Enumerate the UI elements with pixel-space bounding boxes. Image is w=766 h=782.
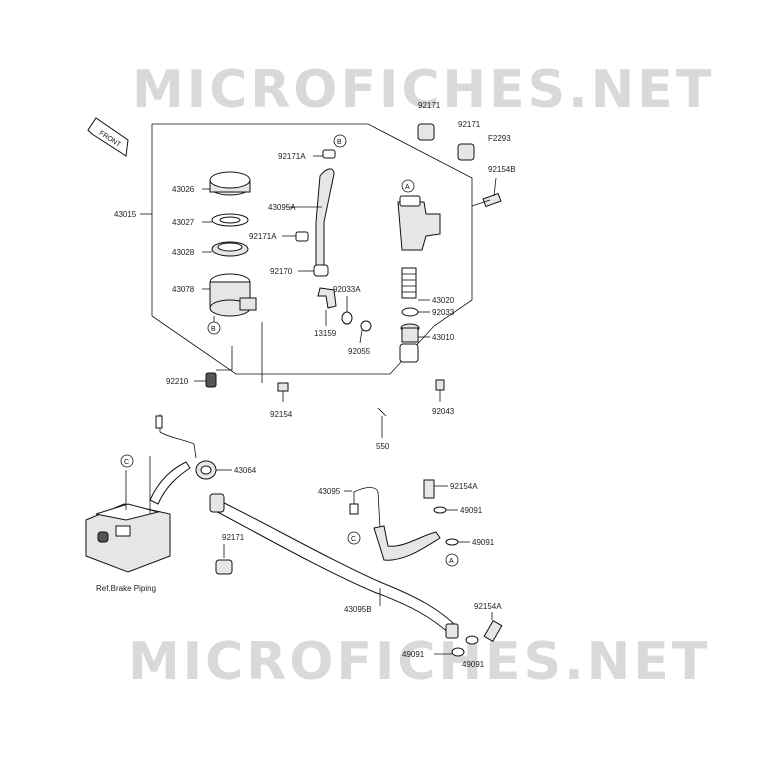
label-43095b: 43095B xyxy=(344,605,372,614)
washer-49091-4 xyxy=(465,635,479,645)
label-92171-top1: 92171 xyxy=(418,101,441,110)
figure-code: F2293 xyxy=(488,134,511,143)
callout-c-1: C xyxy=(120,454,134,468)
label-49091-4: 49091 xyxy=(462,660,485,669)
bolt-92154b xyxy=(471,177,502,208)
label-43010: 43010 xyxy=(432,333,455,342)
clamp-92171-low xyxy=(215,544,233,575)
callout-c-2: C xyxy=(347,531,361,545)
elbow-fitting-13159 xyxy=(317,287,337,326)
clamp-92171a-top xyxy=(313,149,336,159)
reservoir-cap-43026 xyxy=(202,171,251,196)
master-cylinder-body xyxy=(397,195,441,251)
label-92171a-top: 92171A xyxy=(278,152,306,161)
oring-92055 xyxy=(359,320,372,344)
pushrod-92043 xyxy=(435,379,445,402)
clamp-nut-92210 xyxy=(194,346,233,388)
label-550: 550 xyxy=(376,442,390,451)
label-49091-1: 49091 xyxy=(460,506,483,515)
label-43095a: 43095A xyxy=(268,203,296,212)
label-92154: 92154 xyxy=(270,410,293,419)
label-43064: 43064 xyxy=(234,466,257,475)
label-43015: 43015 xyxy=(114,210,137,219)
label-92055: 92055 xyxy=(348,347,371,356)
reservoir-43078 xyxy=(202,273,257,322)
watermark-bottom: MICROFICHES.NET xyxy=(128,632,710,692)
oring-92033a xyxy=(341,296,353,325)
clamp-92171-top2 xyxy=(457,143,475,161)
label-43095: 43095 xyxy=(318,487,341,496)
label-92043: 92043 xyxy=(432,407,455,416)
hose-43095a xyxy=(286,168,335,266)
svg-text:B: B xyxy=(211,326,216,333)
callout-b-2: B xyxy=(207,321,221,335)
label-92154b: 92154B xyxy=(488,165,516,174)
label-43028: 43028 xyxy=(172,248,195,257)
bolt-92154 xyxy=(261,322,289,402)
washer-49091-2 xyxy=(445,538,470,546)
front-arrow-icon: FRONT xyxy=(87,117,129,157)
washer-49091-1 xyxy=(433,506,458,514)
brake-pipe-upper xyxy=(155,414,197,459)
hose-43095b xyxy=(149,461,459,639)
diaphragm-plate-43027 xyxy=(202,213,249,227)
label-92154a-low: 92154A xyxy=(474,602,502,611)
svg-text:A: A xyxy=(449,558,454,565)
callout-a-1: A xyxy=(401,179,415,193)
svg-text:C: C xyxy=(124,459,129,466)
watermark-top: MICROFICHES.NET xyxy=(132,60,714,120)
seal-92033 xyxy=(401,307,430,317)
svg-text:C: C xyxy=(351,536,356,543)
svg-text:A: A xyxy=(405,184,410,191)
label-92033a: 92033A xyxy=(333,285,361,294)
abs-unit xyxy=(85,456,171,573)
label-92171-top2: 92171 xyxy=(458,120,481,129)
clamp-92171-top1 xyxy=(417,123,435,141)
label-92033: 92033 xyxy=(432,308,455,317)
spring-43020 xyxy=(401,267,430,301)
callout-b-1: B xyxy=(333,134,347,148)
label-43020: 43020 xyxy=(432,296,455,305)
hose-43095 xyxy=(344,487,441,561)
clamp-92171a-mid xyxy=(282,231,309,242)
banjo-bolt-92154a-low xyxy=(483,612,503,642)
ref-brake-piping-note: Ref.Brake Piping xyxy=(96,584,156,593)
svg-text:B: B xyxy=(337,139,342,146)
assembly-outline xyxy=(140,123,473,375)
label-92154a-top: 92154A xyxy=(450,482,478,491)
grommet-43064 xyxy=(195,460,232,480)
diaphragm-43028 xyxy=(202,241,249,257)
callout-a-2: A xyxy=(445,553,459,567)
label-92171a-mid: 92171A xyxy=(249,232,277,241)
cotter-pin-550 xyxy=(377,407,387,438)
label-43078: 43078 xyxy=(172,285,195,294)
clamp-92170 xyxy=(298,264,329,277)
label-92170: 92170 xyxy=(270,267,293,276)
label-49091-3: 49091 xyxy=(402,650,425,659)
label-49091-2: 49091 xyxy=(472,538,495,547)
banjo-bolt-92154a-top xyxy=(423,479,448,499)
label-92171-low: 92171 xyxy=(222,533,245,542)
label-43027: 43027 xyxy=(172,218,195,227)
washer-49091-3 xyxy=(434,647,465,657)
label-43026: 43026 xyxy=(172,185,195,194)
label-13159: 13159 xyxy=(314,329,337,338)
label-92210: 92210 xyxy=(166,377,189,386)
piston-43010 xyxy=(399,323,430,363)
